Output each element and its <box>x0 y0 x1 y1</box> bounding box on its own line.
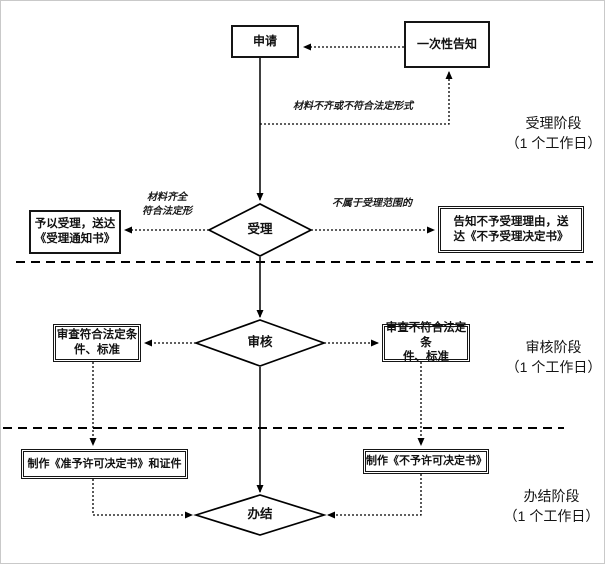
node-review-fail-line1: 审查不符合法定条 <box>385 321 467 349</box>
phase-close-name: 办结阶段 <box>523 488 580 504</box>
phase-review: 审核阶段 （1 个工作日） <box>501 338 604 377</box>
phase-accept-duration: （1 个工作日） <box>505 134 602 151</box>
node-accept-denied-line2: 达《不予受理决定书》 <box>453 230 569 243</box>
edge-label-materials-complete-line2: 符合法定形 <box>142 205 192 217</box>
node-make-denial: 制作《不予许可决定书》 <box>363 449 489 474</box>
phase-review-name: 审核阶段 <box>525 339 582 355</box>
node-review-fail: 审查不符合法定条 件、标准 <box>382 321 470 364</box>
phase-close: 办结阶段 （1 个工作日） <box>499 487 604 526</box>
node-accept-granted-line1: 予以受理，送达 <box>34 218 116 231</box>
accept-diamond-label: 受理 <box>247 222 273 236</box>
close-diamond <box>193 494 327 536</box>
node-apply: 申请 <box>231 25 299 58</box>
node-one-time-notice-label: 一次性告知 <box>416 36 477 51</box>
accept-diamond <box>207 203 313 257</box>
close-diamond-label: 办结 <box>247 507 273 521</box>
edge-label-materials-complete-line1: 材料齐全 <box>147 192 187 203</box>
edge-incomplete-to-notice <box>260 71 453 125</box>
node-accept-denied-line1: 告知不予受理理由，送 <box>453 215 569 228</box>
node-review-fail-line2: 件、标准 <box>403 351 449 364</box>
node-make-permit-label: 制作《准予许可决定书》和证件 <box>27 457 182 470</box>
node-review-pass-line1: 审查符合法定条 <box>56 329 138 342</box>
review-diamond-label: 审核 <box>247 335 273 349</box>
phase-accept-name: 受理阶段 <box>525 115 582 131</box>
edge-label-materials-complete: 材料齐全 符合法定形 <box>127 191 207 218</box>
node-make-permit: 制作《准予许可决定书》和证件 <box>21 449 188 479</box>
review-diamond <box>193 319 327 367</box>
phase-review-duration: （1 个工作日） <box>505 358 602 375</box>
edge-permit-to-close <box>92 479 193 519</box>
phase-accept: 受理阶段 （1 个工作日） <box>501 114 604 153</box>
edge-label-materials-incomplete: 材料不齐或不符合法定形式 <box>293 101 413 112</box>
node-review-pass-line2: 件、标准 <box>74 344 120 356</box>
node-accept-denied: 告知不予受理理由，送 达《不予受理决定书》 <box>438 206 584 253</box>
node-accept-granted-line2: 《受理通知书》 <box>34 233 116 245</box>
node-one-time-notice: 一次性告知 <box>404 21 490 68</box>
phase-close-duration: （1 个工作日） <box>503 507 600 524</box>
edge-label-out-of-scope: 不属于受理范围的 <box>332 198 412 209</box>
edge-denialdoc-to-close <box>327 474 422 519</box>
node-make-denial-label: 制作《不予许可决定书》 <box>366 455 487 468</box>
node-apply-label: 申请 <box>252 33 277 48</box>
node-review-pass: 审查符合法定条 件、标准 <box>53 324 141 362</box>
node-accept-granted: 予以受理，送达 《受理通知书》 <box>29 210 121 254</box>
